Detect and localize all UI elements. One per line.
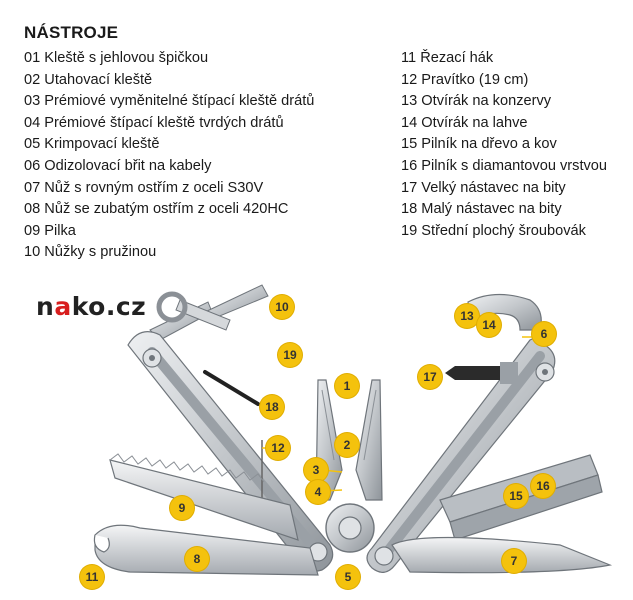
list-item: 18 Malý nástavec na bity — [401, 201, 562, 218]
callout-badge: 3 — [304, 458, 328, 482]
logo-accent: a — [54, 292, 72, 321]
bit-driver-shape — [203, 370, 260, 406]
list-item: 07 Nůž s rovným ostřím z oceli S30V — [24, 179, 264, 196]
list-item: 12 Pravítko (19 cm) — [401, 71, 529, 88]
callout-badge: 12 — [266, 436, 290, 460]
list-item: 06 Odizolovací břit na kabely — [24, 157, 212, 174]
list-item: 17 Velký nástavec na bity — [401, 179, 566, 196]
list-item: 05 Krimpovací kleště — [24, 136, 160, 153]
callout-badge: 8 — [185, 547, 209, 571]
callout-badge: 10 — [270, 295, 294, 319]
page-title: NÁSTROJE — [24, 23, 119, 42]
list-item: 09 Pilka — [24, 222, 76, 239]
callout-badge: 18 — [260, 395, 284, 419]
list-item: 19 Střední plochý šroubovák — [401, 222, 586, 239]
callout-badge: 6 — [532, 322, 556, 346]
list-item: 04 Prémiové štípací kleště tvrdých drátů — [24, 114, 284, 131]
scissors-shape — [149, 284, 269, 341]
tool-list-left: 01 Kleště s jehlovou špičkou 02 Utahovac… — [24, 48, 314, 264]
list-item: 02 Utahovací kleště — [24, 71, 153, 88]
callout-badge: 5 — [336, 565, 360, 589]
list-item: 15 Pilník na dřevo a kov — [401, 136, 557, 153]
knife-shape — [391, 536, 613, 574]
opener-shape — [467, 293, 542, 331]
logo-text: n — [36, 292, 55, 321]
serrated-knife-shape — [93, 524, 319, 576]
list-item: 03 Prémiové vyměnitelné štípací kleště d… — [24, 93, 315, 110]
list-item: 13 Otvírák na konzervy — [401, 93, 552, 110]
callout-badge: 14 — [477, 313, 501, 337]
list-item: 10 Nůžky s pružinou — [24, 244, 157, 261]
callout-badge: 4 — [306, 480, 330, 504]
callout-badge: 13 — [455, 304, 479, 328]
list-item: 16 Pilník s diamantovou vrstvou — [401, 157, 608, 174]
logo-text-suffix: ko.cz — [71, 292, 147, 321]
tool-list-right: 11 Řezací hák 12 Pravítko (19 cm) 13 Otv… — [401, 48, 607, 242]
pliers-shape — [315, 379, 383, 553]
callout-badge: 11 — [80, 565, 104, 589]
list-item: 01 Kleště s jehlovou špičkou — [24, 50, 209, 66]
callout-badge: 17 — [418, 365, 442, 389]
callout-badge: 9 — [170, 496, 194, 520]
callout-badge: 1 — [335, 374, 359, 398]
list-item: 08 Nůž se zubatým ostřím z oceli 420HC — [24, 201, 289, 218]
callout-badge: 2 — [335, 433, 359, 457]
callout-badge: 19 — [278, 343, 302, 367]
right-handle-shape — [366, 337, 556, 573]
callout-badge: 7 — [502, 549, 526, 573]
callout-badge: 16 — [531, 474, 555, 498]
saw-blade-shape — [109, 453, 299, 541]
callout-badge: 15 — [504, 484, 528, 508]
list-item: 11 Řezací hák — [401, 50, 494, 66]
bit-shape — [445, 362, 518, 384]
list-item: 14 Otvírák na lahve — [401, 114, 528, 131]
brand-logo[interactable]: nako.cz — [36, 292, 146, 321]
